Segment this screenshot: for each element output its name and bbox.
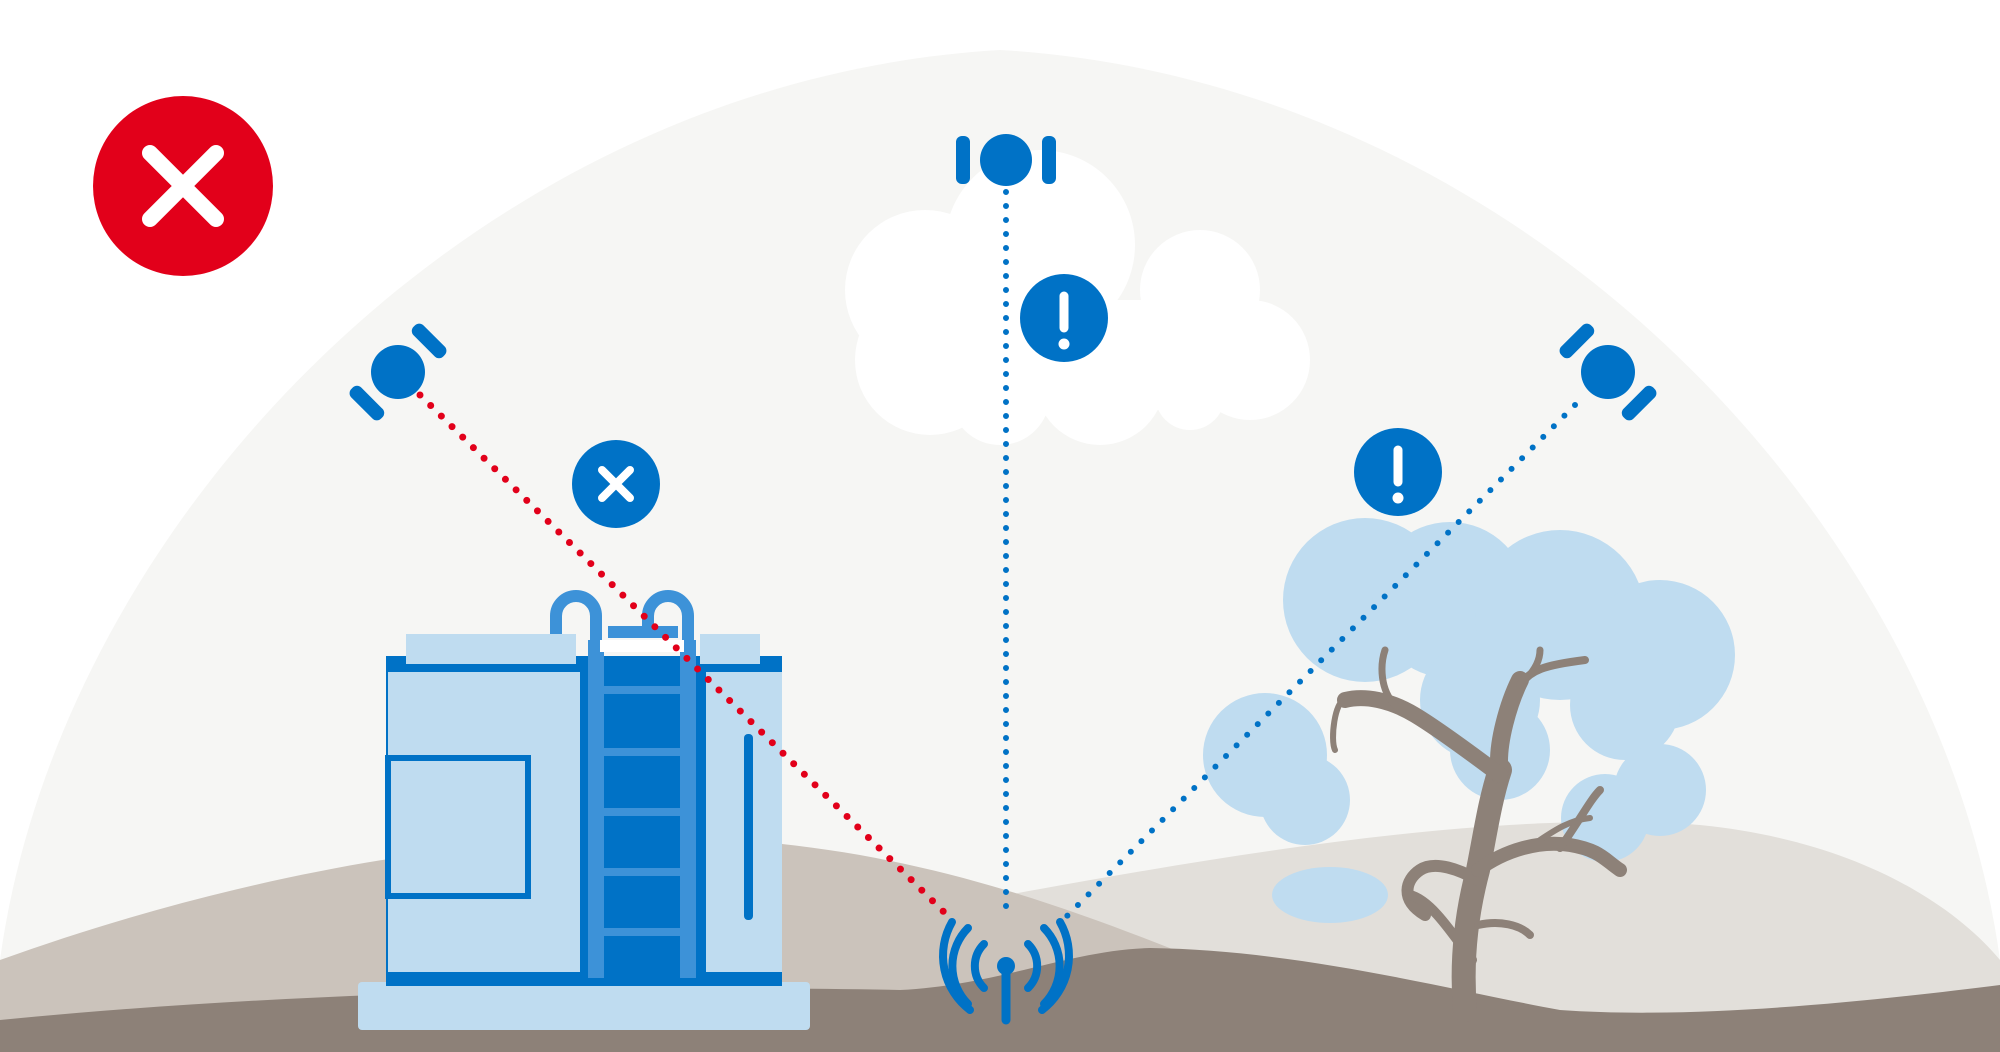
cross-icon <box>572 440 660 528</box>
ladder <box>550 590 696 978</box>
satellite-icon <box>1559 323 1657 421</box>
blocked-signal-path <box>416 391 956 924</box>
tree-canopy <box>1203 518 1735 923</box>
cloud-icon <box>845 150 1310 445</box>
satellite-icon <box>956 134 1056 186</box>
tree-signal-path <box>1062 402 1578 921</box>
building-icon <box>358 590 810 1030</box>
building-base <box>358 982 810 1030</box>
error-status-icon <box>93 96 273 276</box>
antenna-signal-icon <box>939 918 1073 1025</box>
tree-trunk <box>1330 646 1627 1022</box>
satellite-icon <box>349 323 447 421</box>
exclamation-icon <box>1354 428 1442 516</box>
exclamation-icon <box>1020 274 1108 362</box>
